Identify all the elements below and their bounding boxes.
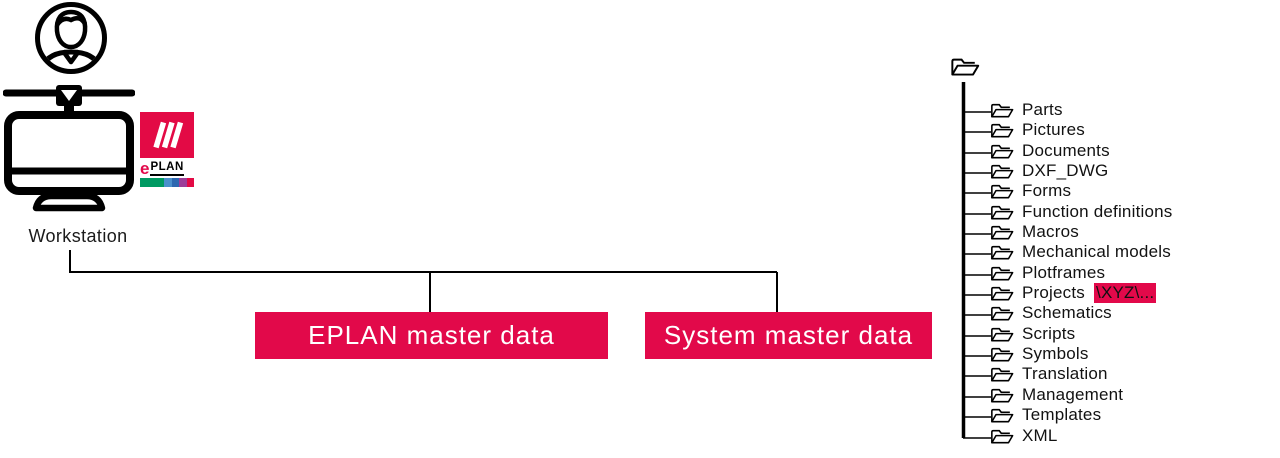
eplan-wordmark: e PLAN bbox=[140, 159, 194, 178]
color-bar-segment bbox=[186, 178, 194, 187]
folder-icon bbox=[991, 103, 1014, 118]
folder-label: Function definitions bbox=[1022, 202, 1173, 221]
tree-item-mechanical-models[interactable]: Mechanical models bbox=[990, 242, 1171, 262]
projects-path-highlight: \XYZ\... bbox=[1094, 283, 1157, 303]
tree-item-documents[interactable]: Documents bbox=[990, 141, 1110, 161]
folder-icon bbox=[991, 347, 1014, 362]
workstation-monitor-icon bbox=[3, 85, 135, 212]
folder-label: Macros bbox=[1022, 222, 1079, 241]
folder-label: Schematics bbox=[1022, 303, 1112, 322]
folder-label: Mechanical models bbox=[1022, 242, 1171, 261]
folder-label: Symbols bbox=[1022, 344, 1089, 363]
tree-item-parts[interactable]: Parts bbox=[990, 100, 1063, 120]
folder-label: Projects bbox=[1022, 283, 1086, 302]
folder-icon bbox=[991, 429, 1014, 444]
tree-item-translation[interactable]: Translation bbox=[990, 364, 1108, 384]
folder-icon bbox=[991, 286, 1014, 301]
folder-icon bbox=[991, 164, 1014, 179]
folder-label: Forms bbox=[1022, 181, 1072, 200]
folder-icon bbox=[991, 144, 1014, 159]
folder-icon bbox=[991, 388, 1014, 403]
tree-item-xml[interactable]: XML bbox=[990, 426, 1058, 446]
tree-item-projects[interactable]: Projects \XYZ\... bbox=[990, 283, 1157, 303]
folder-icon bbox=[991, 245, 1014, 260]
folder-label: Parts bbox=[1022, 100, 1063, 119]
folder-icon bbox=[991, 266, 1014, 281]
color-bar-segment bbox=[164, 178, 172, 187]
eplan-wordmark-e: e bbox=[140, 159, 150, 178]
folder-label: Pictures bbox=[1022, 120, 1086, 139]
folder-icon bbox=[991, 123, 1014, 138]
folder-label: Templates bbox=[1022, 405, 1102, 424]
eplan-master-data-box: EPLAN master data bbox=[255, 312, 608, 359]
folder-icon bbox=[991, 367, 1014, 382]
tree-item-pictures[interactable]: Pictures bbox=[990, 120, 1085, 140]
folder-icon bbox=[991, 408, 1014, 423]
workstation-label: Workstation bbox=[28, 226, 128, 246]
tree-item-dxf-dwg[interactable]: DXF_DWG bbox=[990, 161, 1108, 181]
folder-label: Management bbox=[1022, 385, 1124, 404]
folder-label: Documents bbox=[1022, 141, 1110, 160]
eplan-triple-slash-icon bbox=[140, 112, 194, 158]
tree-item-forms[interactable]: Forms bbox=[990, 181, 1071, 201]
folder-label: DXF_DWG bbox=[1022, 161, 1109, 180]
eplan-logo: e PLAN bbox=[140, 112, 194, 187]
folder-label: Plotframes bbox=[1022, 263, 1106, 282]
color-bar-segment bbox=[140, 178, 164, 187]
user-avatar-icon bbox=[35, 2, 107, 74]
tree-item-symbols[interactable]: Symbols bbox=[990, 344, 1089, 364]
tree-item-macros[interactable]: Macros bbox=[990, 222, 1079, 242]
system-master-data-box: System master data bbox=[645, 312, 932, 359]
tree-item-schematics[interactable]: Schematics bbox=[990, 303, 1112, 323]
folder-icon bbox=[991, 184, 1014, 199]
eplan-wordmark-plan: PLAN bbox=[150, 161, 184, 176]
tree-item-scripts[interactable]: Scripts bbox=[990, 324, 1075, 344]
tree-item-plotframes[interactable]: Plotframes bbox=[990, 263, 1105, 283]
color-bar-segment bbox=[179, 178, 187, 187]
eplan-color-bar bbox=[140, 178, 194, 187]
folder-label: Translation bbox=[1022, 364, 1108, 383]
folder-icon bbox=[991, 327, 1014, 342]
folder-icon bbox=[991, 205, 1014, 220]
tree-item-templates[interactable]: Templates bbox=[990, 405, 1101, 425]
tree-item-function-definitions[interactable]: Function definitions bbox=[990, 202, 1172, 222]
folder-label: Scripts bbox=[1022, 324, 1076, 343]
folder-icon bbox=[991, 225, 1014, 240]
color-bar-segment bbox=[171, 178, 179, 187]
tree-item-management[interactable]: Management bbox=[990, 385, 1123, 405]
folder-icon bbox=[991, 306, 1014, 321]
folder-label: XML bbox=[1022, 426, 1058, 445]
root-folder-icon bbox=[951, 58, 980, 76]
